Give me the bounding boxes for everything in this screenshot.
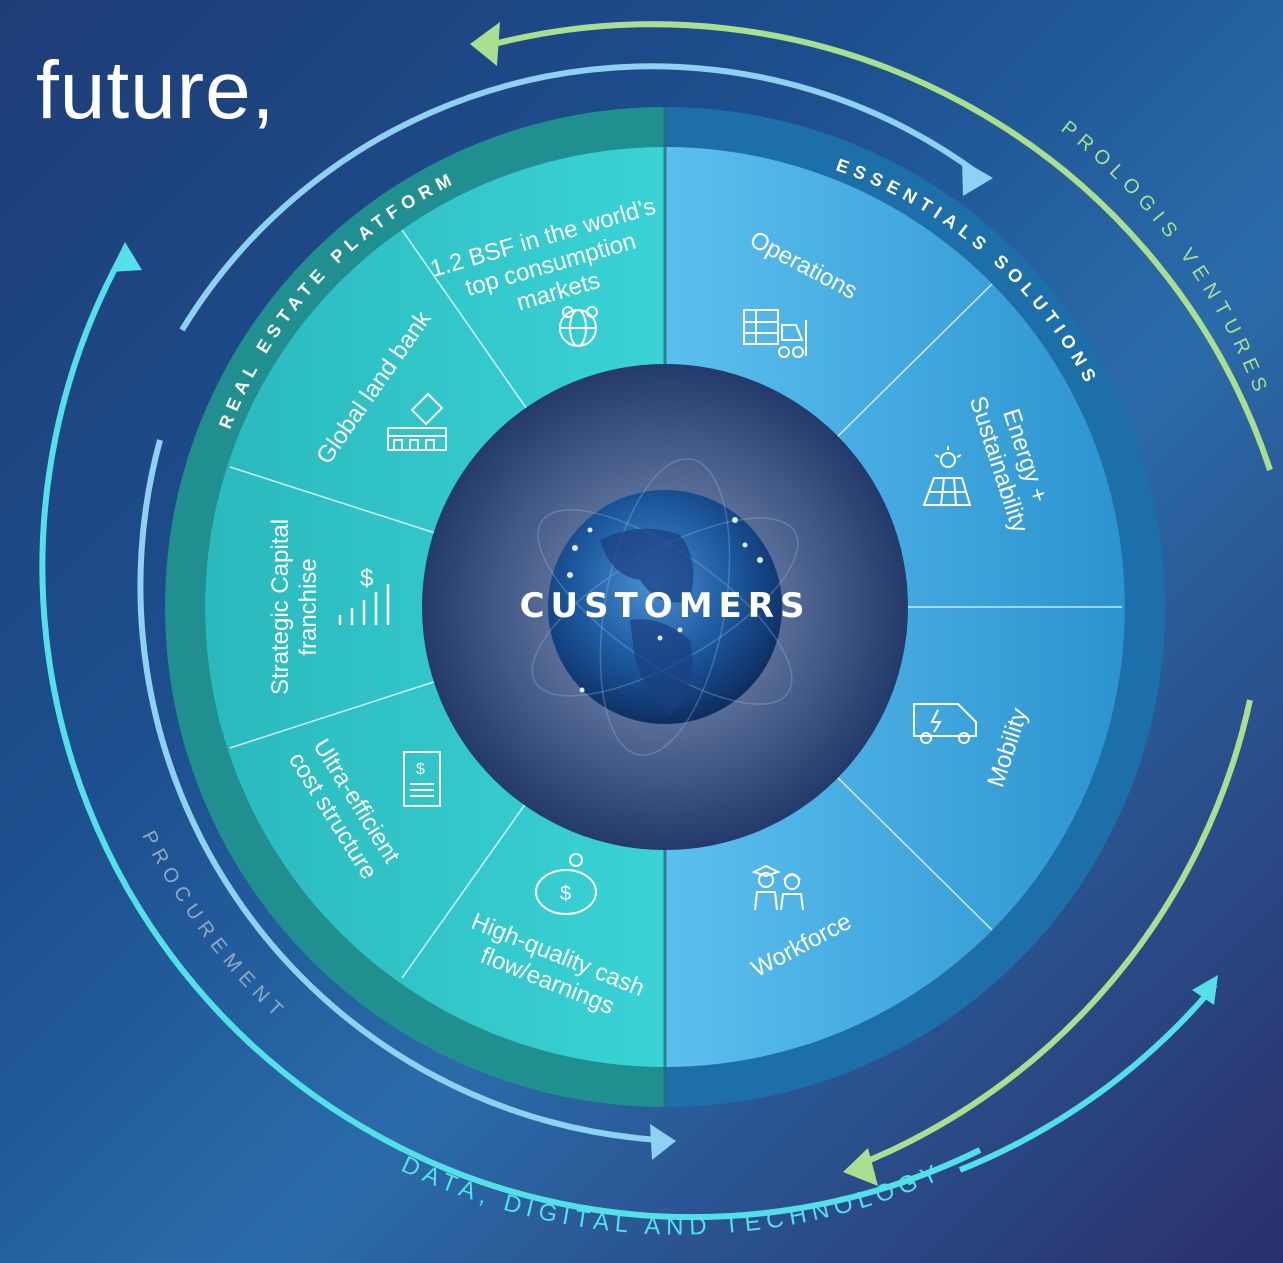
capital-line-2: franchise (295, 558, 322, 655)
city-lights (567, 517, 763, 693)
forklift-racks-icon (743, 309, 807, 358)
dollar-bars-icon: $ (338, 565, 390, 625)
svg-text:$: $ (360, 565, 373, 592)
invoice-icon: $ (403, 751, 441, 807)
land-price-tag-icon (387, 392, 447, 451)
headline: future, (36, 45, 276, 136)
svg-text:$: $ (560, 883, 571, 905)
globe-landmass (600, 528, 694, 715)
segment-capital: Strategic Capital franchise (267, 519, 322, 695)
workers-icon (751, 864, 804, 911)
piggy-bank-icon: $ (535, 853, 597, 915)
solar-panel-icon (922, 446, 972, 506)
electric-van-icon (913, 703, 977, 744)
globe-pins-icon (559, 306, 598, 347)
capital-line-1: Strategic Capital (267, 519, 294, 695)
outer-arrows (39, 21, 1273, 1221)
svg-text:$: $ (416, 761, 425, 778)
center-label: CUSTOMERS (520, 586, 811, 626)
